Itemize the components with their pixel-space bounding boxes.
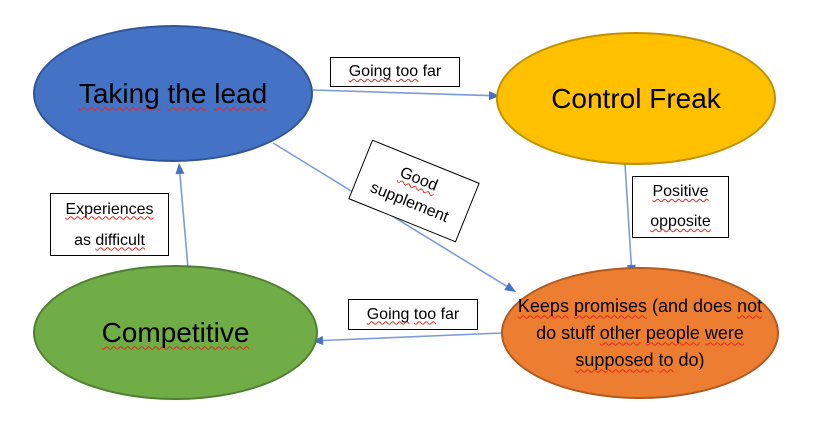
node-control-freak: Control Freak (496, 32, 776, 165)
node-taking-the-lead-label: Taking the lead (78, 77, 268, 109)
edge-label-positive-opposite-text: Positive opposite (650, 183, 711, 230)
arrowhead-left-icon (312, 336, 324, 345)
arrowhead-diagonal-icon (504, 282, 516, 292)
arrowhead-up-icon (175, 163, 185, 175)
arrowhead-right-icon (488, 91, 500, 101)
node-control-freak-label: Control Freak (551, 82, 721, 114)
arrow-keeps-promises-to-competitive (312, 332, 503, 345)
edge-label-going-too-far-top: Going too far (330, 57, 460, 87)
node-competitive-label: Competitive (101, 316, 250, 348)
node-competitive: Competitive (33, 265, 318, 400)
arrow-taking-lead-to-control-freak (312, 89, 500, 101)
node-taking-the-lead: Taking the lead (33, 25, 313, 162)
node-keeps-promises-label: Keeps promises (and does not do stuff ot… (517, 295, 763, 370)
edge-label-experiences-as-difficult-text: Experiences as difficult (65, 200, 154, 249)
edge-label-positive-opposite: Positive opposite (632, 176, 729, 238)
edge-label-going-too-far-bottom-text: Going too far (366, 305, 460, 323)
edge-label-going-too-far-top-text: Going too far (348, 63, 442, 80)
edge-label-experiences-as-difficult: Experiences as difficult (50, 193, 169, 256)
arrow-competitive-to-taking-lead (175, 163, 189, 269)
edge-label-going-too-far-bottom: Going too far (348, 299, 478, 330)
node-keeps-promises: Keeps promises (and does not do stuff ot… (501, 267, 779, 399)
